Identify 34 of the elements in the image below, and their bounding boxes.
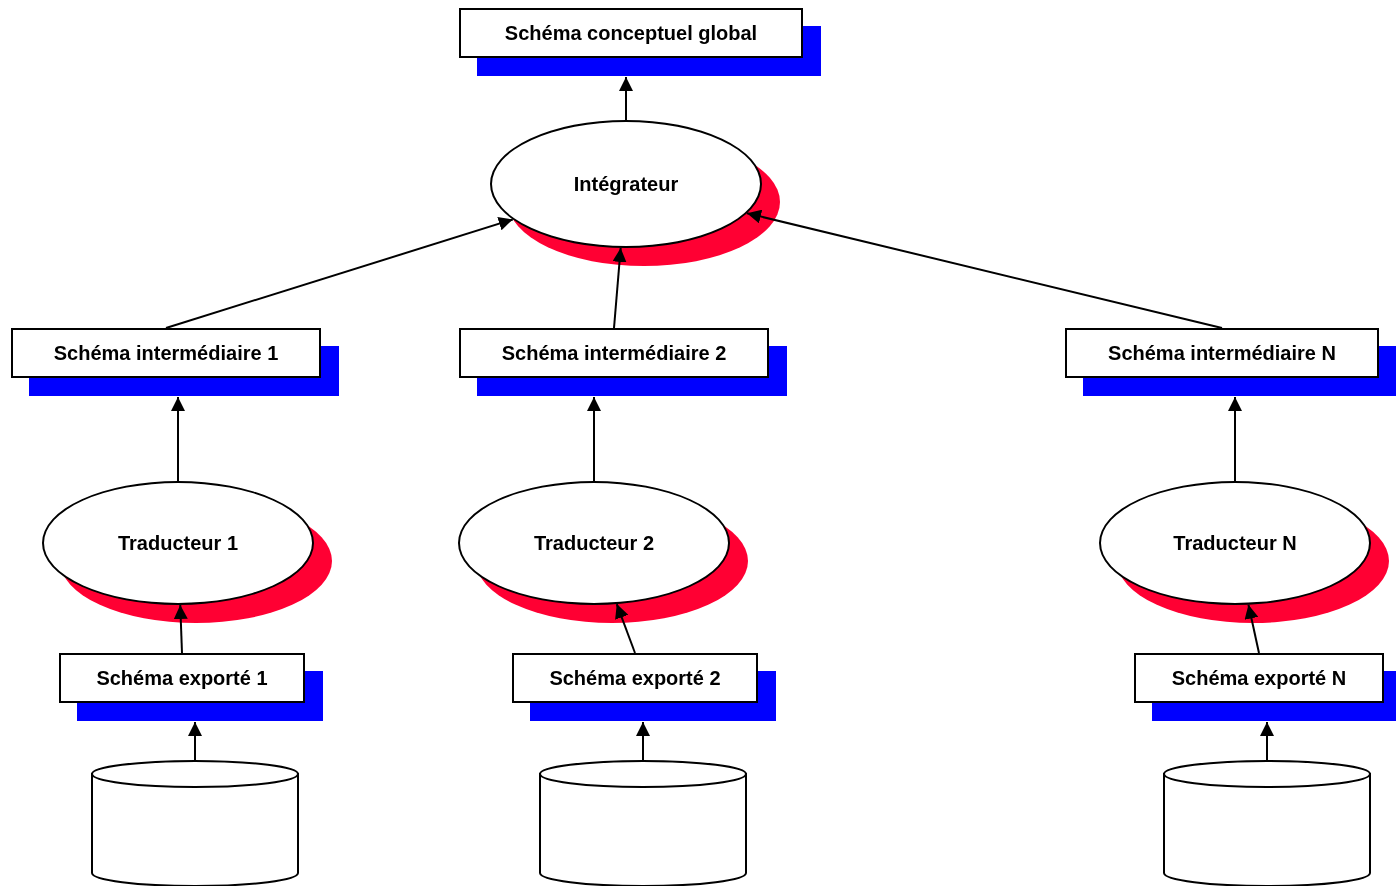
- arrow: [1244, 603, 1260, 654]
- node-label: Schéma conceptuel global: [504, 21, 758, 46]
- node-label: Schéma intermédiaire N: [1108, 341, 1336, 366]
- arrow: [636, 721, 650, 761]
- node-label: Intégrateur: [573, 172, 679, 197]
- arrow: [165, 216, 514, 329]
- arrow: [612, 246, 627, 329]
- node-label: Schéma intermédiaire 2: [501, 341, 727, 366]
- node-label: Traducteur 1: [117, 531, 238, 556]
- arrow: [1260, 721, 1274, 761]
- arrow: [173, 604, 188, 654]
- arrow: [619, 76, 633, 121]
- node-label: Schéma exporté 2: [549, 666, 721, 691]
- database-cylinder: [539, 760, 747, 886]
- node-label: Schéma intermédiaire 1: [53, 341, 279, 366]
- schema-box: [459, 328, 769, 378]
- node-label: Schéma exporté N: [1171, 666, 1347, 691]
- arrow: [188, 721, 202, 761]
- schema-box: [11, 328, 321, 378]
- arrow: [615, 603, 636, 654]
- arrow: [746, 209, 1223, 329]
- schema-box: [459, 8, 803, 58]
- node-label: Schéma exporté 1: [96, 666, 268, 691]
- schema-box: [1065, 328, 1379, 378]
- schema-box: [1134, 653, 1384, 703]
- database-cylinder: [91, 760, 299, 886]
- schema-box: [512, 653, 758, 703]
- node-label: Traducteur 2: [533, 531, 654, 556]
- database-cylinder: [1163, 760, 1371, 886]
- node-label: Traducteur N: [1173, 531, 1297, 556]
- arrow: [1228, 396, 1242, 482]
- arrow: [587, 396, 601, 482]
- schema-box: [59, 653, 305, 703]
- arrow: [171, 396, 185, 482]
